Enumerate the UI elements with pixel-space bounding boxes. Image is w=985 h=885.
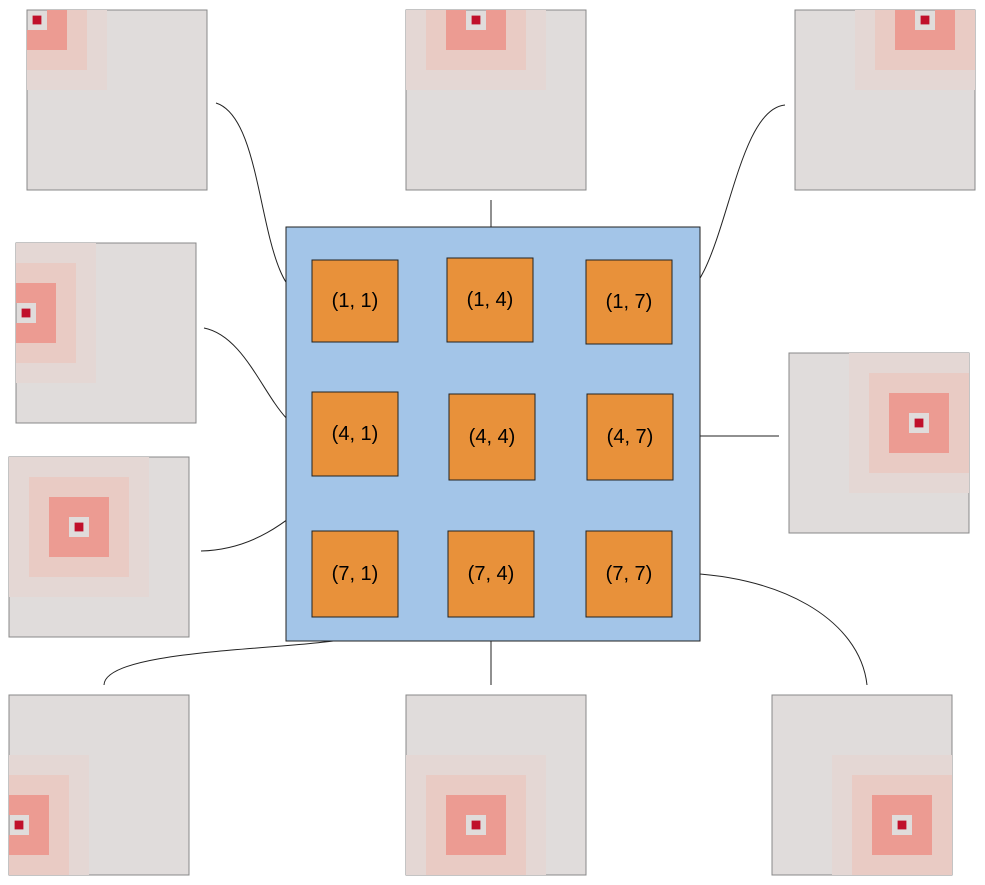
cell-label-1-1: (1, 1)	[332, 290, 379, 312]
cell-7-1	[311, 530, 399, 618]
cell-1-7	[585, 259, 673, 345]
cell-4-4	[448, 393, 536, 481]
heatmap-panels	[8, 9, 976, 876]
cell-1-4	[446, 257, 534, 343]
heatmap-1-7	[794, 9, 976, 191]
cell-label-7-7: (7, 7)	[606, 563, 653, 585]
heatmap-7-4	[405, 694, 587, 876]
heatmap-4-4	[8, 456, 190, 638]
cell-7-7	[585, 530, 673, 618]
cell-label-4-7: (4, 7)	[607, 426, 654, 448]
heatmap-1-1	[26, 9, 208, 191]
cell-label-7-1: (7, 1)	[332, 563, 379, 585]
heatmap-4-7	[788, 352, 970, 534]
heatmap-4-1	[15, 242, 197, 424]
grid-cells: (1, 1) (1, 4) (1, 7) (4, 1) (4, 4) (4, 7) (7, …	[311, 257, 674, 618]
heatmap-7-7	[771, 694, 953, 876]
cell-label-7-4: (7, 4)	[468, 563, 515, 585]
cell-label-4-4: (4, 4)	[469, 426, 516, 448]
cell-1-1	[311, 259, 399, 343]
cell-label-4-1: (4, 1)	[332, 423, 379, 445]
cell-label-1-4: (1, 4)	[467, 289, 514, 311]
heatmap-1-4	[405, 9, 587, 191]
heatmap-7-1	[8, 694, 190, 876]
connector-7-7	[671, 572, 868, 686]
cell-4-1	[311, 391, 399, 477]
cell-label-1-7: (1, 7)	[606, 291, 653, 313]
cell-7-4	[447, 530, 535, 618]
cell-4-7	[586, 393, 674, 481]
